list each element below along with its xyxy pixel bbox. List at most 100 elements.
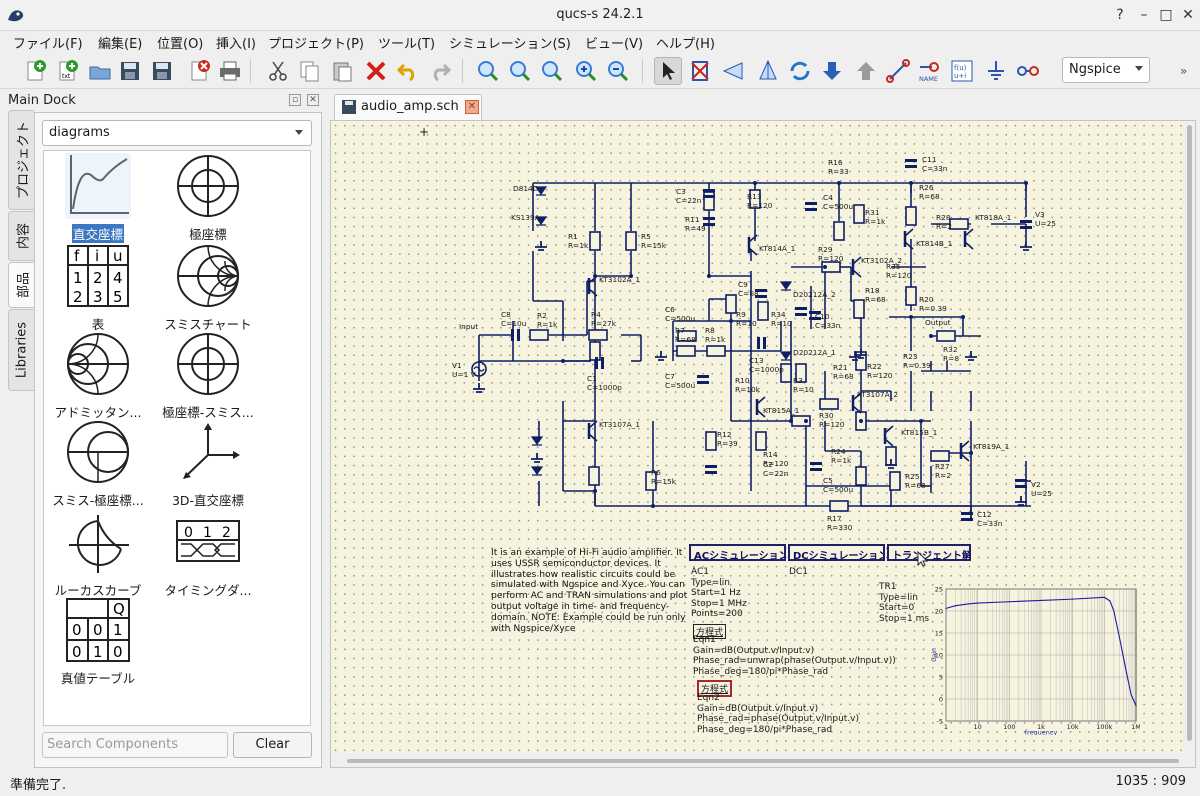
polar-diagram-icon (177, 155, 239, 217)
menu-edit[interactable]: 編集(E) (98, 37, 143, 52)
gain-data-point (1135, 705, 1137, 707)
origin-crosshair-icon: + (419, 125, 430, 139)
menu-file[interactable]: ファイル(F) (13, 37, 83, 52)
component-timing[interactable]: 0 1 2 タイミングダ... (160, 509, 256, 599)
open-button[interactable] (86, 57, 114, 85)
dock-close-button[interactable]: ✕ (307, 94, 319, 106)
tab-project[interactable]: プロジェクト (8, 110, 34, 210)
select-tool-button[interactable] (654, 57, 682, 85)
deactivate-icon (691, 61, 709, 81)
schematic-wires (471, 159, 1032, 521)
zoom-selection-button[interactable] (506, 57, 534, 85)
deactivate-button[interactable] (686, 57, 714, 85)
close-window-button[interactable]: ✕ (1182, 7, 1194, 23)
menu-simulation[interactable]: シミュレーション(S) (449, 37, 571, 52)
tab-project-label: プロジェクト (16, 120, 31, 200)
category-value: diagrams (49, 125, 110, 140)
component-polar[interactable]: 極座標 (160, 153, 256, 243)
port-button[interactable] (1014, 57, 1042, 85)
component-label: R30 (819, 411, 834, 420)
zoom-fit-button[interactable] (474, 57, 502, 85)
tab-libraries[interactable]: Libraries (8, 309, 34, 391)
save-button[interactable] (116, 57, 144, 85)
ac-simulation-block[interactable]: ACシミュレーション (689, 544, 786, 561)
menu-help[interactable]: ヘルプ(H) (656, 37, 715, 52)
vertical-scrollbar[interactable] (1184, 121, 1195, 753)
maximize-button[interactable]: □ (1159, 7, 1173, 23)
search-components-input[interactable]: Search Components (42, 732, 228, 758)
resistor (645, 471, 657, 491)
horizontal-scrollbar[interactable] (331, 755, 1183, 766)
move-up-button[interactable] (852, 57, 880, 85)
equation-1-title[interactable]: 方程式 (693, 624, 727, 639)
rotate-button[interactable] (786, 57, 814, 85)
y-tick-label: 20 (935, 608, 943, 616)
clear-button[interactable]: Clear (233, 732, 312, 758)
menu-tools[interactable]: ツール(T) (378, 37, 436, 52)
component-label: C=10u (501, 319, 527, 328)
component-smith-polar[interactable]: スミス-極座標... (50, 419, 146, 509)
mirror-x-button[interactable] (720, 57, 748, 85)
capacitor-plate (755, 289, 767, 292)
component-admittance[interactable]: アドミッタン... (50, 331, 146, 421)
equation-2-title[interactable]: 方程式 (697, 680, 733, 697)
zoom-1to1-button[interactable] (538, 57, 566, 85)
component-smith[interactable]: スミスチャート (160, 243, 256, 333)
mirror-y-button[interactable] (754, 57, 782, 85)
equation-line: Phase_deg=180/pi*Phase_rad (697, 724, 833, 735)
cut-button[interactable] (264, 57, 292, 85)
diode (779, 351, 793, 361)
menu-insert[interactable]: 挿入(I) (216, 37, 256, 52)
timing-icon-text: 2 (222, 525, 231, 541)
gain-data-point (945, 607, 947, 609)
zoom-out-button[interactable] (604, 57, 632, 85)
component-locus[interactable]: ルーカスカーブ (50, 509, 146, 599)
menu-view[interactable]: ビュー(V) (585, 37, 644, 52)
equation-button[interactable]: f(u)u+i (948, 57, 976, 85)
save-all-button[interactable] (148, 57, 176, 85)
paste-button[interactable] (328, 57, 356, 85)
redo-button[interactable] (426, 57, 454, 85)
delete-button[interactable] (362, 57, 390, 85)
close-tab-icon[interactable]: ✕ (465, 100, 479, 114)
tab-components[interactable]: 部品 (8, 262, 34, 308)
tab-content[interactable]: 内容 (8, 211, 34, 261)
resistor (706, 345, 726, 357)
component-truth-table[interactable]: Q 0 0 1 0 1 0 真値テーブル (50, 597, 146, 687)
component-polar-smith[interactable]: 極座標-スミス... (160, 331, 256, 421)
ground-button[interactable] (982, 57, 1010, 85)
new-text-button[interactable]: txt (54, 57, 82, 85)
help-window-icon[interactable]: ? (1116, 7, 1124, 23)
transient-simulation-block[interactable]: トランジェント解析 (887, 544, 971, 561)
zoom-in-button[interactable] (572, 57, 600, 85)
copy-button[interactable] (296, 57, 324, 85)
toolbar-overflow-icon[interactable]: » (1180, 64, 1188, 78)
undo-button[interactable] (394, 57, 422, 85)
equation-line: Phase_deg=180/pi*Phase_rad (693, 666, 829, 677)
new-document-button[interactable] (22, 57, 50, 85)
close-document-button[interactable] (186, 57, 214, 85)
resistor (905, 286, 917, 306)
minimize-button[interactable]: – (1140, 7, 1148, 23)
simulator-select[interactable]: Ngspice (1062, 57, 1150, 83)
component-cartesian[interactable]: 直交座標 (50, 153, 146, 247)
dock-float-button[interactable]: ▫ (289, 94, 301, 106)
scrollbar-thumb[interactable] (1187, 125, 1192, 741)
category-select[interactable]: diagrams (42, 120, 312, 146)
document-tab[interactable]: audio_amp.sch ✕ (334, 94, 482, 120)
component-table[interactable]: f i u 1 2 4 2 3 5 表 (50, 243, 146, 333)
transistor-lead (964, 228, 974, 237)
component-3d-cartesian[interactable]: 3D-直交座標 (160, 419, 256, 509)
scrollbar-thumb[interactable] (347, 759, 1179, 763)
dc-simulation-block[interactable]: DCシミュレーション (788, 544, 885, 561)
wire-button[interactable] (884, 57, 912, 85)
wire-label-button[interactable]: NAME (916, 57, 944, 85)
menu-project[interactable]: プロジェクト(P) (268, 37, 364, 52)
move-down-button[interactable] (818, 57, 846, 85)
print-button[interactable] (216, 57, 244, 85)
menu-position[interactable]: 位置(O) (157, 37, 204, 52)
tran-param: Type=lin (879, 592, 918, 603)
equation-1: Eqn1 Gain=dB(Output.v/Input.v) Phase_rad… (693, 635, 896, 677)
